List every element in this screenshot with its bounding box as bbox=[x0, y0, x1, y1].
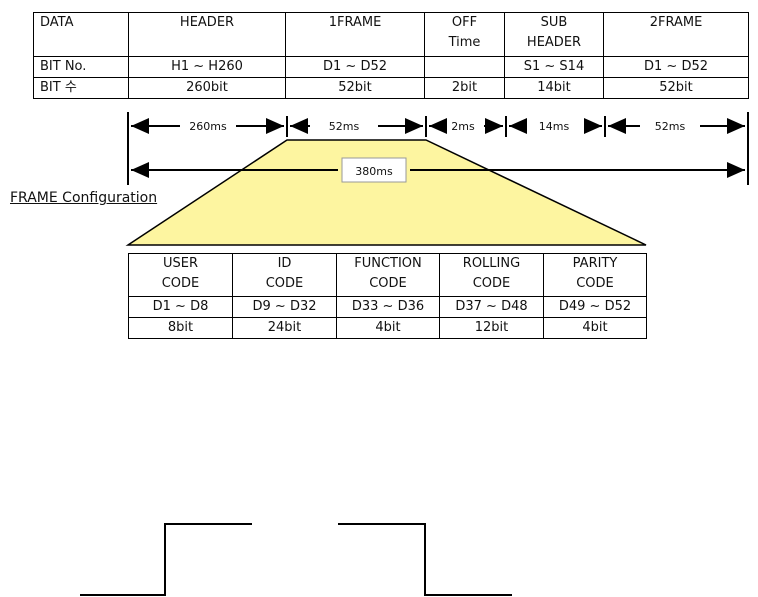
table-cell: 2bit bbox=[424, 77, 505, 99]
table-row: 8bit 24bit 4bit 12bit 4bit bbox=[128, 317, 647, 339]
header-cell: FUNCTION CODE bbox=[336, 253, 440, 297]
table-cell: 260bit bbox=[128, 77, 286, 99]
segment-label: 52ms bbox=[329, 120, 360, 133]
header-cell: USER CODE bbox=[128, 253, 233, 297]
table-cell: D33 ~ D36 bbox=[336, 296, 440, 318]
frame-zoom-trapezoid bbox=[125, 139, 647, 246]
table-cell: D37 ~ D48 bbox=[439, 296, 544, 318]
table-cell: 14bit bbox=[504, 77, 604, 99]
table-header-row: DATA HEADER 1FRAME OFF Time SUB HEADER 2… bbox=[33, 12, 749, 57]
segment-label: 260ms bbox=[189, 120, 227, 133]
table-cell: D9 ~ D32 bbox=[232, 296, 337, 318]
header-cell: PARITY CODE bbox=[543, 253, 647, 297]
header-cell: ROLLING CODE bbox=[439, 253, 544, 297]
table-cell: BIT 수 bbox=[33, 77, 129, 99]
segment-label: 52ms bbox=[655, 120, 686, 133]
table-cell: 52bit bbox=[285, 77, 425, 99]
table-cell: 8bit bbox=[128, 317, 233, 339]
waveform-falling bbox=[338, 523, 512, 596]
header-cell: HEADER bbox=[128, 12, 286, 57]
total-label: 380ms bbox=[355, 165, 393, 178]
table-header-row: USER CODE ID CODE FUNCTION CODE ROLLING … bbox=[128, 253, 647, 297]
table-cell: 4bit bbox=[543, 317, 647, 339]
segment-label: 14ms bbox=[539, 120, 570, 133]
table-cell: D1 ~ D8 bbox=[128, 296, 233, 318]
waveform-rising bbox=[80, 523, 252, 596]
table-cell: 24bit bbox=[232, 317, 337, 339]
bit-structure-table: DATA HEADER 1FRAME OFF Time SUB HEADER 2… bbox=[33, 12, 749, 99]
table-cell: S1 ~ S14 bbox=[504, 56, 604, 78]
segment-labels: 260ms 52ms 2ms 14ms 52ms bbox=[189, 120, 685, 133]
frame-configuration-table: USER CODE ID CODE FUNCTION CODE ROLLING … bbox=[128, 253, 647, 339]
table-cell: 4bit bbox=[336, 317, 440, 339]
frame-configuration-caption: FRAME Configuration bbox=[10, 190, 158, 206]
header-cell: 2FRAME bbox=[603, 12, 749, 57]
header-cell: SUB HEADER bbox=[504, 12, 604, 57]
header-cell: DATA bbox=[33, 12, 129, 57]
table-row: D1 ~ D8 D9 ~ D32 D33 ~ D36 D37 ~ D48 D49… bbox=[128, 296, 647, 318]
table-cell: 52bit bbox=[603, 77, 749, 99]
total-label-box bbox=[341, 157, 407, 183]
header-cell: ID CODE bbox=[232, 253, 337, 297]
segment-label: 2ms bbox=[451, 120, 475, 133]
header-cell: OFF Time bbox=[424, 12, 505, 57]
table-row: BIT 수 260bit 52bit 2bit 14bit 52bit bbox=[33, 77, 749, 99]
timing-ticks bbox=[127, 112, 749, 185]
table-cell: 12bit bbox=[439, 317, 544, 339]
table-cell: D49 ~ D52 bbox=[543, 296, 647, 318]
